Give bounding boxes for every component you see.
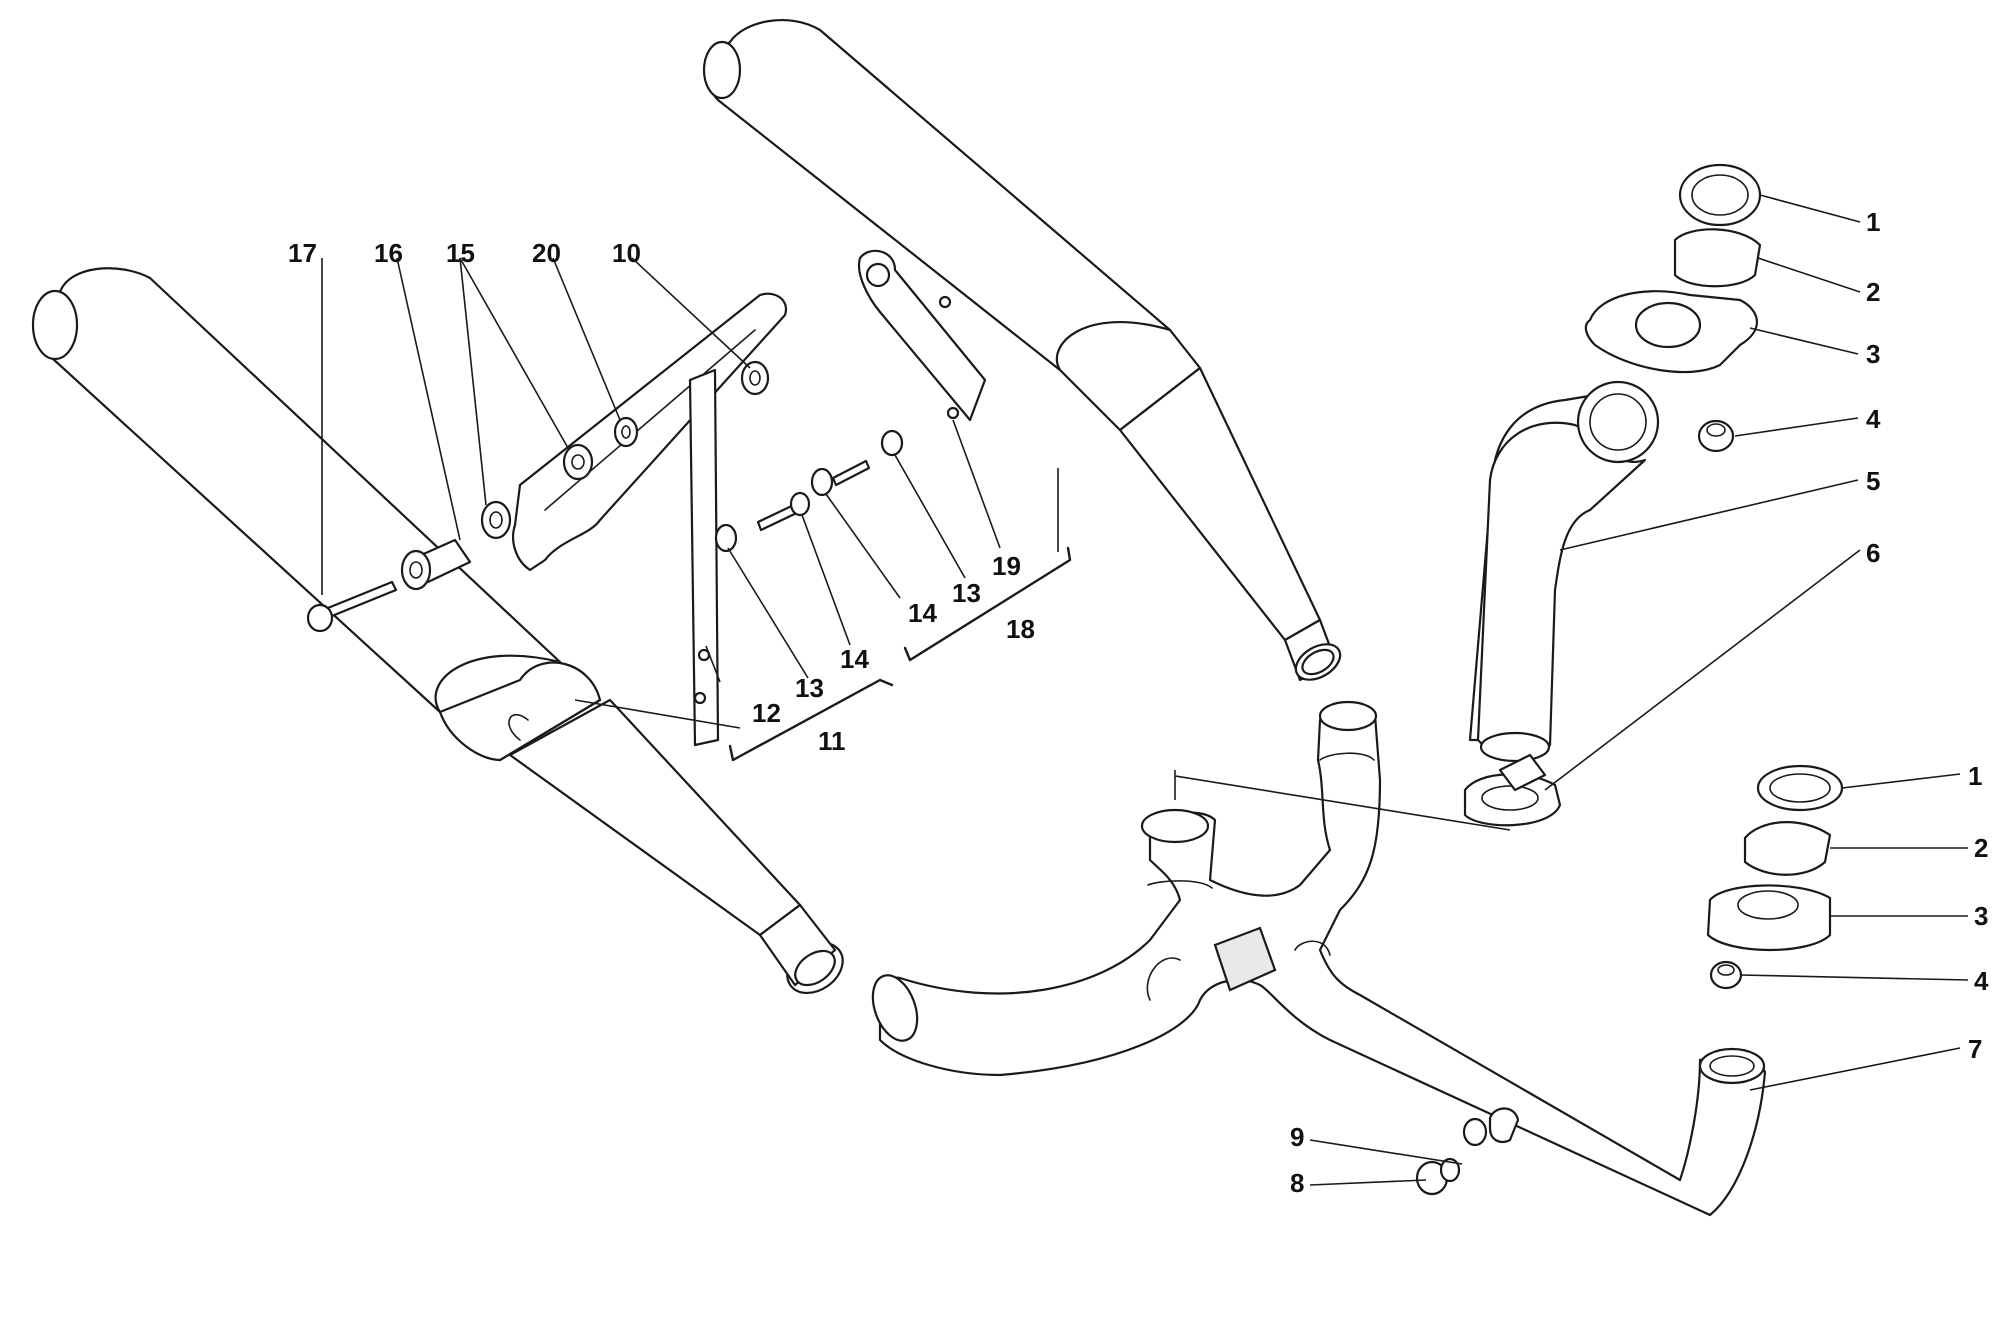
callout-6: 6 xyxy=(1866,538,1880,568)
front-header-pipe xyxy=(1468,163,1762,763)
callout-16: 16 xyxy=(374,238,403,268)
callout-4-top: 4 xyxy=(1866,404,1881,434)
callout-11: 11 xyxy=(818,726,846,756)
callout-7: 7 xyxy=(1968,1034,1982,1064)
callout-1-top: 1 xyxy=(1866,207,1880,237)
callout-14-b: 14 xyxy=(908,598,937,628)
callout-4-bottom: 4 xyxy=(1974,966,1989,996)
left-muffler xyxy=(31,267,844,995)
callout-15: 15 xyxy=(446,238,475,268)
callout-10: 10 xyxy=(612,238,641,268)
callout-12: 12 xyxy=(752,698,781,728)
callout-17: 17 xyxy=(288,238,317,268)
callout-13-b: 13 xyxy=(952,578,981,608)
y-pipe-collector xyxy=(871,700,1767,1217)
callout-2-bottom: 2 xyxy=(1974,833,1988,863)
callout-14-a: 14 xyxy=(840,644,869,674)
pipe-clamp xyxy=(1463,753,1562,827)
callout-20: 20 xyxy=(532,238,561,268)
callout-9: 9 xyxy=(1290,1122,1304,1152)
callout-18: 18 xyxy=(1006,614,1035,644)
callout-labels: 1 2 3 4 5 6 1 2 3 4 7 8 9 10 11 12 13 13… xyxy=(288,207,1989,1198)
callout-5: 5 xyxy=(1866,466,1880,496)
callout-2-top: 2 xyxy=(1866,277,1880,307)
callout-8: 8 xyxy=(1290,1168,1304,1198)
callout-3-top: 3 xyxy=(1866,339,1880,369)
callout-13-a: 13 xyxy=(795,673,824,703)
rear-flange-parts xyxy=(1706,764,1844,990)
callout-19: 19 xyxy=(992,551,1021,581)
lambda-bolt-parts xyxy=(1415,1107,1520,1196)
hardware-left xyxy=(306,360,904,633)
assembly-braces xyxy=(728,546,1072,762)
leader-lines xyxy=(321,194,1969,1186)
callout-1-bottom: 1 xyxy=(1968,761,1982,791)
right-muffler xyxy=(702,19,1342,682)
muffler-mounting-bracket xyxy=(512,249,987,747)
callout-3-bottom: 3 xyxy=(1974,901,1988,931)
